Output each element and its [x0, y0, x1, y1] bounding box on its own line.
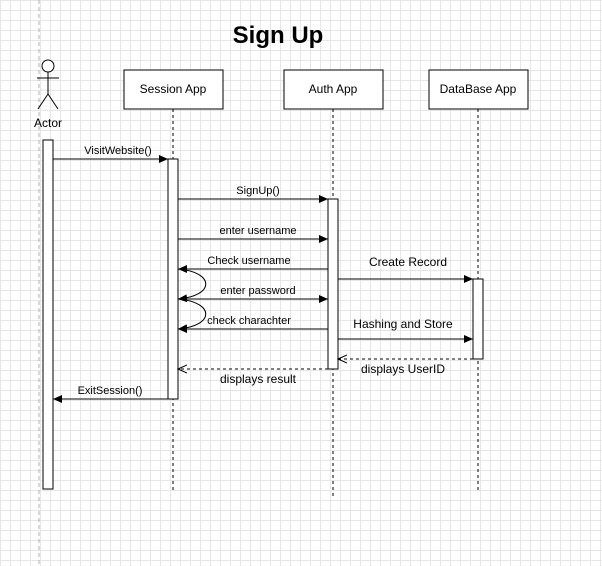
message-label: check charachter	[207, 315, 291, 327]
message-label: SignUp()	[236, 185, 279, 197]
message-exit-session: ExitSession()	[53, 385, 168, 403]
message-create-record: Create Record	[338, 255, 473, 283]
message-label: VisitWebsite()	[84, 145, 151, 157]
actor-activation-bar	[42, 139, 54, 490]
message-check-character: check charachter	[178, 315, 328, 333]
participant-session-app-box[interactable]	[123, 69, 224, 110]
participant-session-app-label: Session App	[140, 82, 207, 96]
session-app-activation-bar	[167, 158, 179, 400]
message-visit-website: VisitWebsite()	[53, 145, 168, 163]
self-loop-connector	[177, 298, 207, 333]
message-label: Hashing and Store	[353, 317, 453, 331]
diagram-title: Sign Up	[233, 22, 324, 49]
message-hashing-and-store: Hashing and Store	[338, 317, 473, 343]
self-loop-connector	[177, 268, 207, 303]
message-label: Create Record	[369, 255, 447, 269]
message-label: enter password	[220, 285, 295, 297]
message-enter-password: enter password	[178, 285, 328, 303]
message-check-username: Check username	[178, 255, 328, 273]
participant-database-app-label: DataBase App	[440, 82, 517, 96]
message-signup: SignUp()	[178, 185, 328, 203]
message-label: displays UserID	[361, 362, 445, 376]
message-label: enter username	[219, 225, 296, 237]
message-displays-result: displays result	[178, 369, 328, 386]
actor-icon	[37, 59, 59, 110]
auth-app-activation-bar	[327, 198, 339, 370]
message-label: displays result	[220, 372, 297, 386]
message-displays-userid: displays UserID	[338, 359, 473, 376]
participant-auth-app-label: Auth App	[309, 82, 358, 96]
message-enter-username: enter username	[178, 225, 328, 243]
actor-label: Actor	[34, 116, 62, 130]
message-label: Check username	[207, 255, 290, 267]
participant-database-app-box[interactable]	[428, 69, 529, 110]
message-label: ExitSession()	[78, 385, 143, 397]
database-app-activation-bar	[472, 278, 484, 360]
